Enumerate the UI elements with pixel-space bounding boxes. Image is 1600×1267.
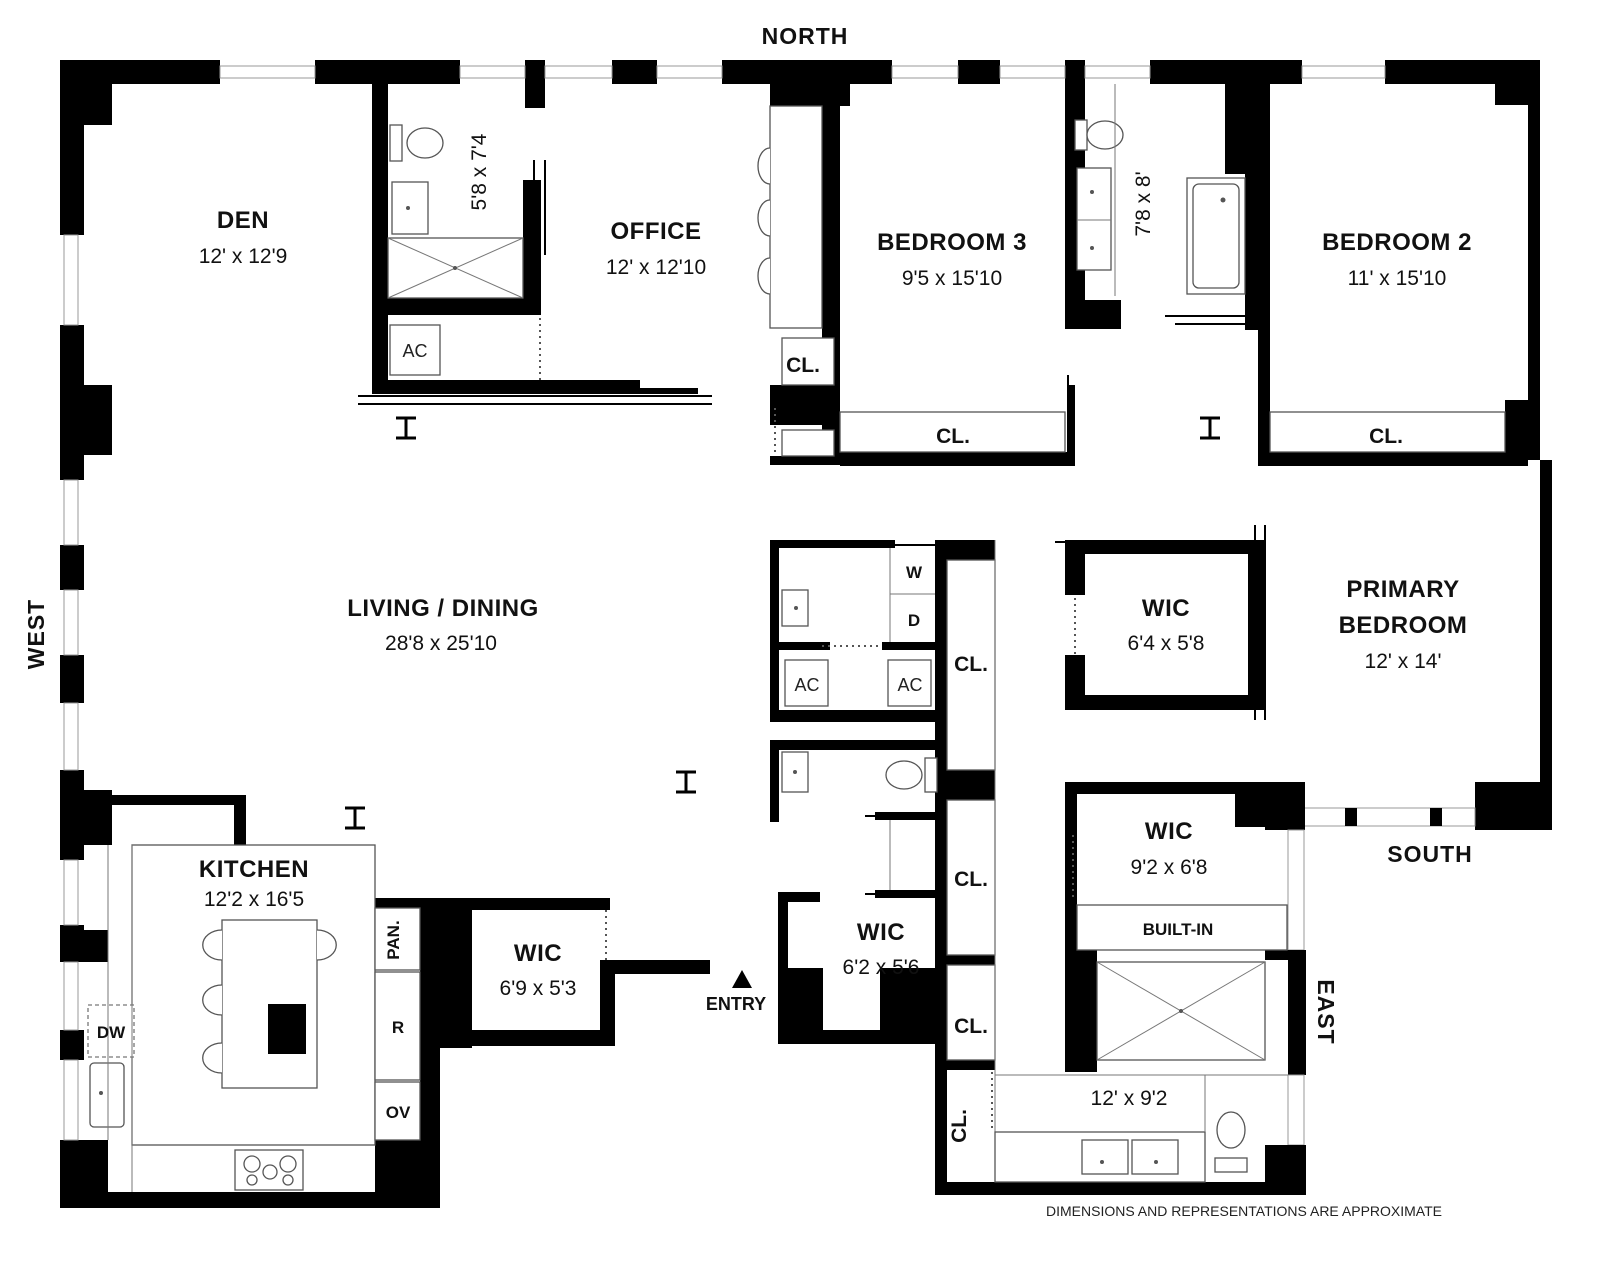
room-name-office: OFFICE [611,218,702,245]
room-dims-wic-south: 9'2 x 6'8 [1131,856,1208,879]
room-dims-bedroom3: 9'5 x 15'10 [902,267,1002,290]
disclaimer: DIMENSIONS AND REPRESENTATIONS ARE APPRO… [1046,1203,1442,1219]
closet-label-hall-2: CL. [954,868,988,891]
room-name-wic-entry: WIC [857,919,905,946]
refrigerator-label: R [392,1018,404,1037]
room-name-bedroom3: BEDROOM 3 [877,229,1027,256]
closet-label-bedroom2: CL. [1369,425,1403,448]
room-name-den: DEN [217,207,269,234]
room-dims-kitchen: 12'2 x 16'5 [204,888,304,911]
pantry-label: PAN. [384,920,403,959]
room-dims-wic-primary: 6'4 x 5'8 [1128,632,1205,655]
room-name-wic-primary: WIC [1142,595,1190,622]
built-in-label: BUILT-IN [1143,920,1214,939]
room-dims-living: 28'8 x 25'10 [385,632,497,655]
room-name-primary-line2: BEDROOM [1339,612,1468,639]
ac-label-1: AC [794,675,819,695]
entry-arrow-icon [732,970,752,988]
room-name-kitchen: KITCHEN [199,856,309,883]
entry-label: ENTRY [706,994,766,1014]
room-dims-office: 12' x 12'10 [606,256,706,279]
room-name-wic-south: WIC [1145,818,1193,845]
room-dims-bedroom-bath: 7'8 x 8' [1132,171,1155,236]
room-name-bedroom2: BEDROOM 2 [1322,229,1472,256]
room-dims-wic-entry: 6'2 x 5'6 [843,956,920,979]
dryer-label: D [908,611,920,630]
fixtures [87,84,1506,1192]
room-dims-wic-kitchen: 6'9 x 5'3 [500,977,577,1000]
closet-label-hall-1: CL. [954,653,988,676]
dishwasher-label: DW [97,1023,126,1042]
room-dims-bedroom2: 11' x 15'10 [1348,267,1447,290]
compass-south: SOUTH [1387,841,1473,867]
room-name-living: LIVING / DINING [347,595,539,622]
oven-label: OV [386,1103,411,1122]
labels: NORTH SOUTH EAST WEST DEN 12' x 12'9 OFF… [23,23,1473,1219]
closet-label-office: CL. [786,354,820,377]
room-dims-den-bath: 5'8 x 7'4 [468,133,491,210]
compass-west: WEST [23,599,49,669]
closet-label-hall-3: CL. [954,1015,988,1038]
room-dims-primary-bath: 12' x 9'2 [1091,1087,1168,1110]
room-name-wic-kitchen: WIC [514,940,562,967]
compass-north: NORTH [762,23,849,49]
compass-east: EAST [1313,979,1339,1044]
room-name-primary-line1: PRIMARY [1346,576,1459,603]
room-dims-primary: 12' x 14' [1365,650,1442,673]
washer-label: W [906,563,923,582]
closet-label-bath: CL. [948,1109,971,1143]
interior-walls [84,84,1528,1072]
room-dims-den: 12' x 12'9 [199,245,288,268]
ac-label-den: AC [402,341,427,361]
ac-label-2: AC [897,675,922,695]
closet-label-bedroom3: CL. [936,425,970,448]
